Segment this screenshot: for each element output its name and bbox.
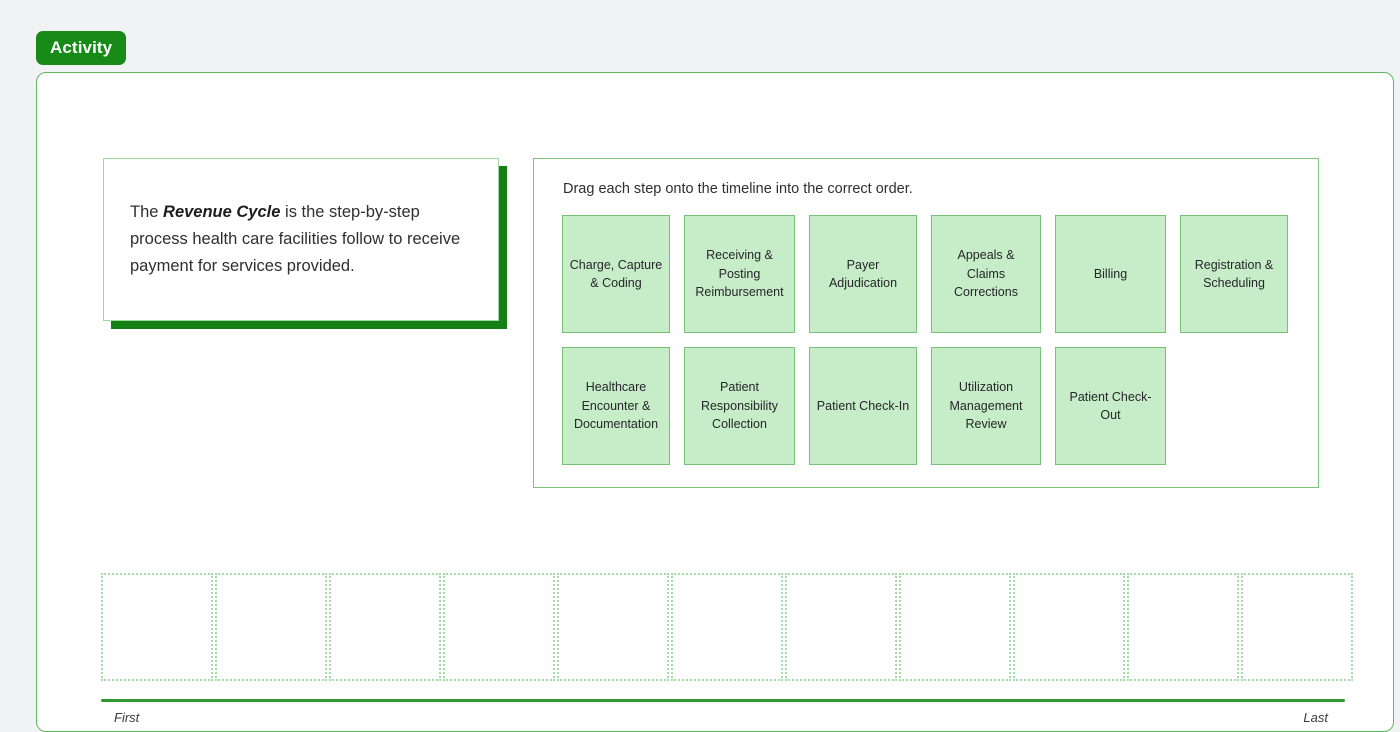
- timeline-dropzone[interactable]: [443, 573, 555, 681]
- step-tile[interactable]: Charge, Capture & Coding: [562, 215, 670, 333]
- step-tile[interactable]: Utilization Management Review: [931, 347, 1041, 465]
- activity-panel-wrapper: Activity The Revenue Cycle is the step-b…: [36, 31, 1394, 732]
- tile-bank-prompt: Drag each step onto the timeline into th…: [563, 181, 913, 197]
- intro-text-before: The: [130, 203, 164, 222]
- timeline-dropzone[interactable]: [101, 573, 213, 681]
- step-tile[interactable]: Patient Check-Out: [1055, 347, 1166, 465]
- timeline-dropzone[interactable]: [785, 573, 897, 681]
- timeline-dropzone[interactable]: [899, 573, 1011, 681]
- timeline-dropzone[interactable]: [215, 573, 327, 681]
- step-tile[interactable]: Appeals & Claims Corrections: [931, 215, 1041, 333]
- timeline-dropzone[interactable]: [1013, 573, 1125, 681]
- tile-bank: Drag each step onto the timeline into th…: [533, 158, 1319, 488]
- timeline-dropzones: [101, 573, 1353, 681]
- step-tile[interactable]: Billing: [1055, 215, 1166, 333]
- step-tile[interactable]: Patient Check-In: [809, 347, 917, 465]
- step-tile[interactable]: Payer Adjudication: [809, 215, 917, 333]
- intro-card: The Revenue Cycle is the step-by-step pr…: [103, 158, 499, 321]
- timeline-rule: [101, 699, 1345, 702]
- step-tile[interactable]: Healthcare Encounter & Documentation: [562, 347, 670, 465]
- timeline-dropzone[interactable]: [671, 573, 783, 681]
- step-tile[interactable]: Receiving & Posting Reimbursement: [684, 215, 795, 333]
- activity-tab[interactable]: Activity: [36, 31, 127, 65]
- timeline-dropzone[interactable]: [329, 573, 441, 681]
- intro-card-text: The Revenue Cycle is the step-by-step pr…: [104, 199, 498, 279]
- timeline-label-first: First: [114, 710, 140, 725]
- intro-text-emphasis: Revenue Cycle: [163, 203, 281, 222]
- timeline-label-last: Last: [1303, 710, 1328, 725]
- timeline-dropzone[interactable]: [557, 573, 669, 681]
- step-tile[interactable]: Registration & Scheduling: [1180, 215, 1288, 333]
- activity-panel: The Revenue Cycle is the step-by-step pr…: [36, 72, 1394, 732]
- step-tile[interactable]: Patient Responsibility Collection: [684, 347, 795, 465]
- timeline-dropzone[interactable]: [1241, 573, 1353, 681]
- intro-text-after: is the step-by-step process health care …: [130, 203, 461, 275]
- timeline-labels: First Last: [101, 710, 1345, 725]
- timeline-dropzone[interactable]: [1127, 573, 1239, 681]
